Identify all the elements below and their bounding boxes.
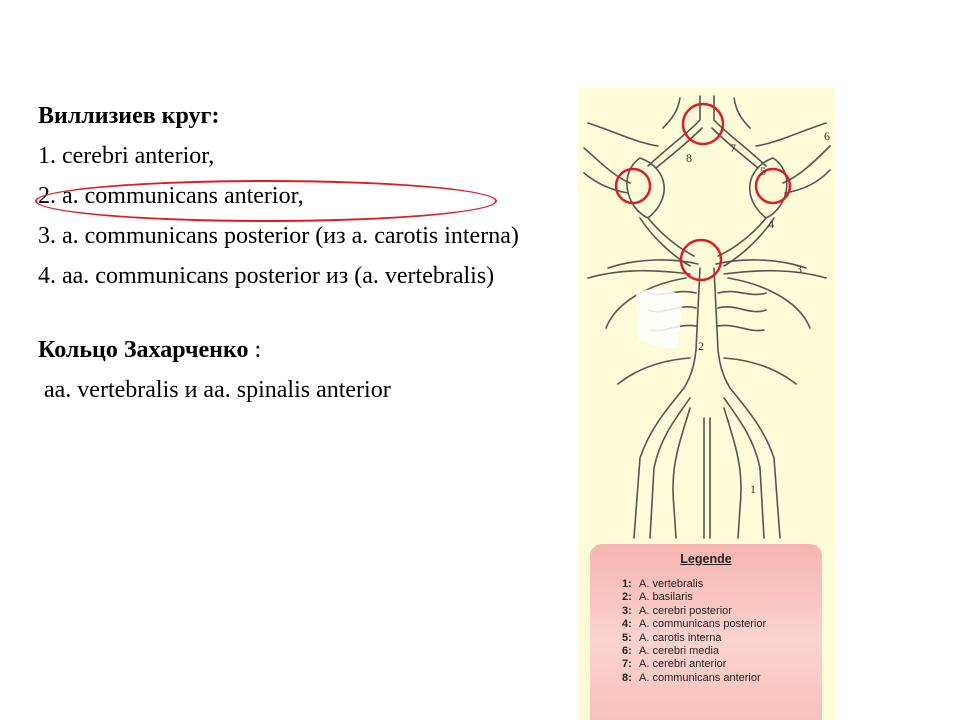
list-item: 4. aa. communicans posterior из (a. vert… bbox=[38, 263, 495, 289]
right-communicans-posterior bbox=[717, 217, 767, 257]
legend-num: 1: bbox=[622, 578, 632, 590]
highlight-circle-left bbox=[614, 167, 652, 205]
legend-row: 2: A. basilaris bbox=[622, 591, 822, 604]
legend-text: A. cerebri anterior bbox=[639, 658, 727, 671]
left-anterior-cerebral bbox=[647, 95, 701, 167]
artery-diagram-svg: 8 7 6 5 4 3 2 1 bbox=[583, 95, 831, 539]
label-1: 1 bbox=[750, 482, 756, 496]
heading2-label: Кольцо Захарченко bbox=[38, 337, 249, 363]
legend-num: 7: bbox=[622, 658, 632, 671]
left-carotid-loop bbox=[626, 157, 665, 219]
legend-text: A. basilaris bbox=[639, 591, 693, 604]
right-middle-cerebral bbox=[782, 145, 831, 184]
left-top-branch bbox=[587, 122, 659, 147]
legend-text: A. communicans posterior bbox=[639, 618, 767, 631]
legend-num: 3: bbox=[622, 604, 632, 617]
spinal-anterior-left bbox=[672, 407, 691, 539]
overlay-patch bbox=[636, 288, 683, 349]
highlight-circle-top bbox=[681, 102, 725, 146]
legend-num: 4: bbox=[622, 618, 632, 631]
label-8: 8 bbox=[686, 151, 692, 165]
legend-row: 5: A. carotis interna bbox=[622, 632, 822, 645]
left-middle-cerebral bbox=[583, 147, 631, 184]
legend-title: Legende bbox=[680, 552, 732, 566]
legend-text: A. cerebri posterior bbox=[639, 604, 732, 617]
legend-text: A. carotis interna bbox=[639, 631, 722, 644]
legend-row: 7: A. cerebri anterior bbox=[622, 658, 822, 671]
legend-text: A. cerebri media bbox=[639, 645, 720, 658]
basilar-right bbox=[713, 267, 731, 389]
spinal-anterior-right bbox=[723, 407, 742, 539]
basilar-left bbox=[683, 267, 701, 389]
heading-zakharchenko-ring: Кольцо Захарченко : bbox=[38, 334, 558, 366]
heading2-suffix: : bbox=[248, 337, 262, 363]
legend-num: 5: bbox=[622, 631, 632, 644]
label-3: 3 bbox=[796, 262, 802, 276]
legend-text: A. vertebralis bbox=[639, 578, 704, 590]
list-item: 3. a. communicans posterior (из a. carot… bbox=[38, 223, 519, 249]
left-posterior-cerebral bbox=[607, 259, 699, 269]
spacer bbox=[38, 300, 558, 334]
label-2: 2 bbox=[698, 339, 704, 353]
legend-row: 6: A. cerebri media bbox=[622, 645, 822, 658]
right-posterior-cerebral bbox=[715, 259, 807, 269]
heading-willis-circle: Виллизиев круг: bbox=[38, 103, 220, 129]
legend-row: 3: A. cerebri posterior bbox=[622, 605, 822, 618]
legend-num: 6: bbox=[622, 645, 632, 658]
main-text: Виллизиев круг: 1. cerebri anterior, 2. … bbox=[38, 100, 558, 406]
label-4: 4 bbox=[768, 217, 774, 231]
left-vertebral-outer bbox=[633, 387, 685, 539]
legend-row: 4: A. communicans posterior bbox=[622, 618, 822, 631]
highlight-circle-center bbox=[679, 238, 723, 282]
label-7: 7 bbox=[730, 141, 736, 155]
left-communicans-posterior bbox=[647, 217, 695, 257]
legend-num: 8: bbox=[622, 671, 632, 684]
ring-text: aa. vertebralis и aa. spinalis anterior bbox=[44, 377, 391, 403]
right-top-branch bbox=[755, 122, 827, 147]
right-vertebral-outer bbox=[729, 387, 781, 539]
list-item: 1. cerebri anterior, bbox=[38, 143, 215, 169]
highlight-ellipse bbox=[35, 180, 497, 222]
highlight-circle-right bbox=[754, 167, 792, 205]
legend-num: 2: bbox=[622, 591, 632, 604]
legend-row: 8: A. communicans anterior bbox=[622, 672, 822, 685]
legend-row: 1: A. vertebralis bbox=[622, 578, 822, 591]
label-6: 6 bbox=[824, 129, 830, 143]
legend-text: A. communicans anterior bbox=[639, 671, 761, 684]
label-5: 5 bbox=[760, 164, 766, 178]
legend-panel: Legende 1:A. vertebralis 2:A. basilaris … bbox=[590, 544, 822, 720]
right-anterior-cerebral bbox=[713, 95, 767, 167]
